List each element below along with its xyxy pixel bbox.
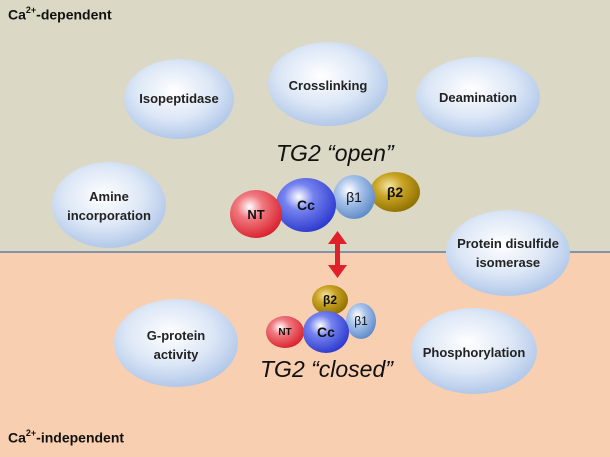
amine-incorporation-line2: incorporation [67, 208, 151, 223]
closed-b2-label: β2 [323, 293, 337, 307]
deamination-ellipse [416, 57, 540, 137]
open-cc-label: Cc [297, 197, 315, 213]
deamination-label: Deamination [438, 89, 517, 105]
amine-incorporation-label: Amine incorporation [52, 186, 166, 226]
closed-nt-label: NT [278, 326, 292, 338]
open-nt-domain [230, 190, 282, 238]
ca-independent-prefix: Ca [8, 429, 26, 446]
g-protein-activity-line2: activity [153, 347, 199, 362]
ca-dependent-prefix: Ca [8, 6, 26, 23]
isopeptidase-ellipse [124, 59, 234, 139]
isopeptidase-label: Isopeptidase [139, 90, 219, 106]
protein-disulfide-isomerase-line2: isomerase [475, 255, 541, 270]
ca-dependent-label: Ca2+-dependent [8, 5, 112, 23]
ca-independent-label: Ca2+-independent [8, 428, 125, 446]
protein-disulfide-isomerase-line1: Protein disulfide [457, 236, 559, 251]
phosphorylation-label: Phosphorylation [422, 344, 526, 360]
crosslinking-label: Crosslinking [288, 77, 368, 93]
open-b1-domain [333, 175, 375, 219]
amine-incorporation-line1: Amine [89, 189, 129, 204]
g-protein-activity-label: G-protein activity [114, 325, 238, 365]
open-cc-domain [276, 178, 336, 232]
open-b2-label: β2 [386, 184, 404, 200]
transition-arrow [328, 231, 347, 278]
ca-independent-superscript: 2+ [25, 428, 37, 438]
closed-b1-domain [346, 303, 376, 339]
closed-b1-label: β1 [354, 314, 368, 328]
protein-disulfide-isomerase-label: Protein disulfide isomerase [446, 233, 570, 273]
ca-dependent-superscript: 2+ [25, 5, 37, 15]
tg2-open-structure [230, 172, 420, 238]
closed-cc-label: Cc [317, 324, 335, 340]
tg2-closed-label: TG2 “closed” [260, 356, 393, 382]
ca-dependent-suffix: -dependent [36, 6, 112, 23]
open-b1-label: β1 [346, 189, 362, 205]
g-protein-activity-ellipse [114, 299, 238, 387]
closed-nt-domain [266, 316, 304, 348]
amine-incorporation-ellipse [52, 162, 166, 248]
tg2-open-label: TG2 “open” [276, 140, 394, 166]
closed-cc-domain [303, 311, 349, 353]
crosslinking-ellipse [268, 42, 388, 126]
g-protein-activity-line1: G-protein [146, 328, 206, 343]
ca-independent-suffix: -independent [36, 429, 125, 446]
phosphorylation-ellipse [411, 308, 537, 394]
open-nt-label: NT [247, 206, 265, 222]
protein-disulfide-isomerase-ellipse [446, 210, 570, 296]
open-b2-domain [370, 172, 420, 212]
tg2-closed-structure [266, 285, 376, 353]
closed-b2-domain [312, 285, 348, 315]
